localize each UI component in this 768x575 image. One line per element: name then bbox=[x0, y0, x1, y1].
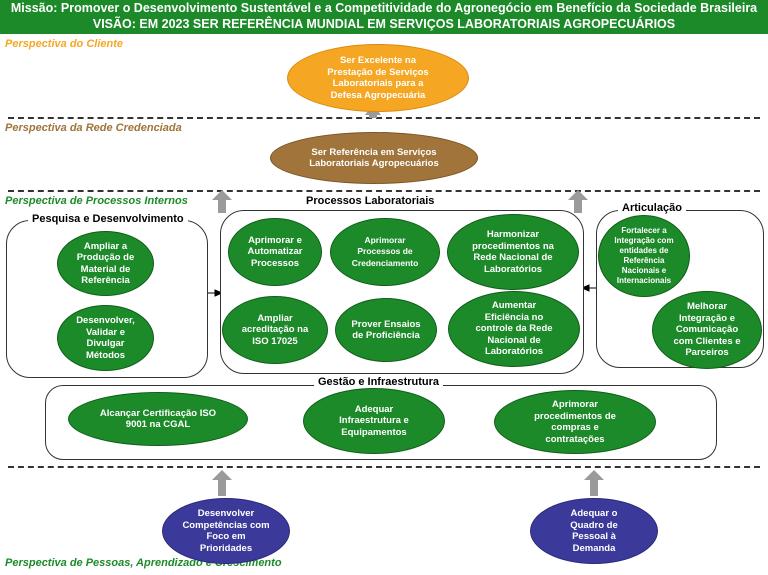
objective-integracao-entidades: Fortalecer a Integração com entidades de… bbox=[598, 215, 690, 297]
objective-iso-17025: Ampliar acreditação na ISO 17025 bbox=[222, 296, 328, 364]
mission-text: Missão: Promover o Desenvolvimento Suste… bbox=[10, 1, 758, 15]
objective-eficiencia-rede: Aumentar Eficiência no controle da Rede … bbox=[448, 291, 580, 367]
objective-rede: Ser Referência em Serviços Laboratoriais… bbox=[270, 132, 478, 184]
group-processos-title: Processos Laboratoriais bbox=[302, 195, 439, 207]
objective-cliente: Ser Excelente na Prestação de Serviços L… bbox=[287, 44, 469, 112]
connector-arrow-icon bbox=[204, 284, 598, 297]
objective-processos-credenciamento: Aprimorar Processos de Credenciamento bbox=[330, 218, 440, 286]
objective-automatizar-processos: Aprimorar e Automatizar Processos bbox=[228, 218, 322, 286]
objective-material-referencia: Ampliar a Produção de Material de Referê… bbox=[57, 231, 154, 296]
header-banner: Missão: Promover o Desenvolvimento Suste… bbox=[0, 0, 768, 34]
group-pesquisa-title: Pesquisa e Desenvolvimento bbox=[28, 213, 188, 225]
arrow-up-icon bbox=[212, 190, 588, 213]
perspective-cliente-label: Perspectiva do Cliente bbox=[5, 38, 123, 50]
objective-harmonizar-procedimentos: Harmonizar procedimentos na Rede Naciona… bbox=[447, 214, 579, 290]
separator-processos-pessoas bbox=[8, 466, 760, 468]
group-gestao-title: Gestão e Infraestrutura bbox=[314, 376, 444, 388]
objective-competencias: Desenvolver Competências com Foco em Pri… bbox=[162, 498, 290, 564]
objective-metodos: Desenvolver, Validar e Divulgar Métodos bbox=[57, 305, 154, 371]
separator-rede-processos bbox=[8, 190, 760, 192]
vision-text: VISÃO: EM 2023 SER REFERÊNCIA MUNDIAL EM… bbox=[92, 16, 676, 31]
perspective-rede-label: Perspectiva da Rede Credenciada bbox=[5, 122, 182, 134]
group-articulacao-title: Articulação bbox=[618, 202, 686, 214]
objective-iso-9001: Alcançar Certificação ISO 9001 na CGAL bbox=[68, 392, 248, 446]
arrow-up-icon bbox=[212, 470, 604, 496]
objective-compras-contratacoes: Aprimorar procedimentos de compras e con… bbox=[494, 390, 656, 454]
objective-quadro-pessoal: Adequar o Quadro de Pessoal à Demanda bbox=[530, 498, 658, 564]
objective-infraestrutura: Adequar Infraestrutura e Equipamentos bbox=[303, 388, 445, 454]
separator-cliente-rede bbox=[8, 117, 760, 119]
objective-comunicacao-clientes: Melhorar Integração e Comunicação com Cl… bbox=[652, 291, 762, 369]
objective-ensaios-proficiencia: Prover Ensaios de Proficiência bbox=[335, 298, 437, 362]
perspective-processos-label: Perspectiva de Processos Internos bbox=[5, 195, 188, 207]
